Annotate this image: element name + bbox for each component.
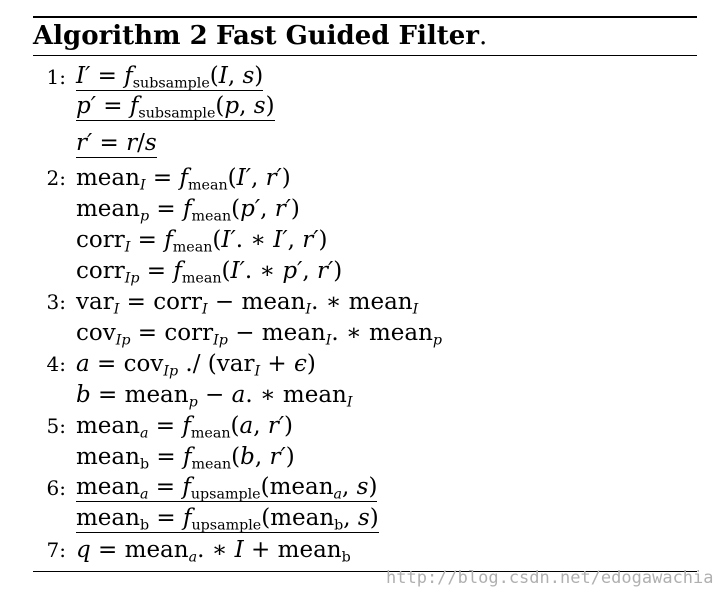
formula: meanp = fmean(p′, r′)	[76, 196, 300, 225]
formula: meana = fupsample(meana, s)	[76, 474, 378, 503]
top-rule	[33, 16, 697, 18]
algorithm-line: covIp = corrIp − meanI. ∗ meanp	[0, 318, 700, 348]
step-number: 5:	[46, 414, 66, 438]
algorithm-line: meanp = fmean(p′, r′)	[0, 194, 700, 224]
step-number: 7:	[46, 538, 66, 562]
step-number: 4:	[46, 352, 66, 376]
formula: covIp = corrIp − meanI. ∗ meanp	[76, 320, 443, 349]
algorithm-line: 5: meana = fmean(a, r′)	[0, 411, 700, 441]
algorithm-line: p′ = fsubsample(p, s)	[0, 92, 700, 122]
algorithm-title: Algorithm 2 Fast Guided Filter.	[33, 18, 487, 54]
algorithm-line: 3: varI = corrI − meanI. ∗ meanI	[0, 287, 700, 317]
formula: meanI = fmean(I′, r′)	[76, 165, 291, 194]
bottom-rule	[33, 571, 697, 572]
step-number: 3:	[46, 290, 66, 314]
formula: varI = corrI − meanI. ∗ meanI	[76, 289, 419, 318]
step-number: 2:	[46, 166, 66, 190]
algorithm-name: Fast Guided Filter	[215, 21, 479, 51]
formula: corrIp = fmean(I′. ∗ p′, r′)	[76, 258, 343, 287]
formula: I′ = fsubsample(I, s)	[76, 63, 264, 92]
algorithm-line: corrI = fmean(I′. ∗ I′, r′)	[0, 225, 700, 255]
title-period: .	[478, 21, 488, 51]
algorithm-line: 7: q = meana. ∗ I + meanb	[0, 535, 700, 565]
algorithm-line: 1: I′ = fsubsample(I, s)	[0, 62, 700, 92]
formula: p′ = fsubsample(p, s)	[76, 93, 275, 122]
algorithm-line: r′ = r/s	[0, 129, 700, 159]
algorithm-line: 4: a = covIp ./ (varI + ϵ)	[0, 349, 700, 379]
algorithm-line: b = meanp − a. ∗ meanI	[0, 380, 700, 410]
step-number: 6:	[46, 476, 66, 500]
formula: a = covIp ./ (varI + ϵ)	[76, 351, 316, 380]
formula: r′ = r/s	[76, 130, 157, 158]
algorithm-line: 6: meana = fupsample(meana, s)	[0, 473, 700, 503]
formula: b = meanp − a. ∗ meanI	[76, 382, 353, 411]
formula: corrI = fmean(I′. ∗ I′, r′)	[76, 227, 328, 256]
algorithm-label: Algorithm 2	[33, 21, 208, 51]
formula: meanb = fmean(b, r′)	[76, 444, 295, 473]
algorithm-line: meanb = fupsample(meanb, s)	[0, 504, 700, 534]
algorithm-line: 2: meanI = fmean(I′, r′)	[0, 163, 700, 193]
algorithm-line: corrIp = fmean(I′. ∗ p′, r′)	[0, 256, 700, 286]
formula: meana = fmean(a, r′)	[76, 413, 294, 442]
formula: q = meana. ∗ I + meanb	[76, 537, 351, 566]
watermark: http://blog.csdn.net/edogawachia	[386, 568, 714, 588]
header-rule	[33, 55, 697, 56]
formula: meanb = fupsample(meanb, s)	[76, 505, 379, 534]
step-number: 1:	[46, 65, 66, 89]
algorithm-line: meanb = fmean(b, r′)	[0, 442, 700, 472]
